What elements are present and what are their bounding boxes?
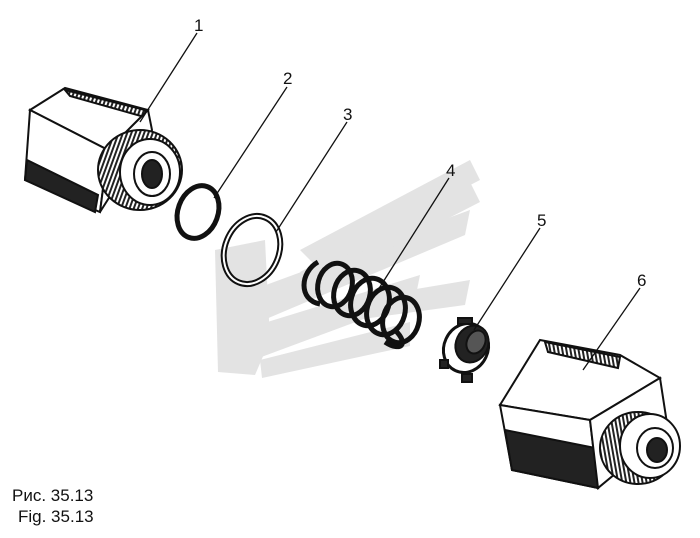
callout-3: 3: [343, 105, 352, 124]
callout-1: 1: [194, 16, 203, 35]
callout-5: 5: [537, 211, 546, 230]
part-3-o-ring: [220, 213, 284, 287]
part-5-valve-disc: [439, 317, 491, 383]
part-1-fitting-nut: [23, 86, 183, 214]
callout-2: 2: [283, 69, 292, 88]
part-4-spring: [301, 259, 422, 350]
callout-6: 6: [637, 271, 646, 290]
leader-lines: [139, 32, 641, 371]
callout-4: 4: [446, 161, 455, 180]
figure-caption-ru: Рис. 35.13: [12, 486, 94, 505]
part-2-washer: [174, 183, 222, 241]
figure-caption-en: Fig. 35.13: [18, 507, 94, 526]
part-6-union-body: [498, 338, 681, 490]
